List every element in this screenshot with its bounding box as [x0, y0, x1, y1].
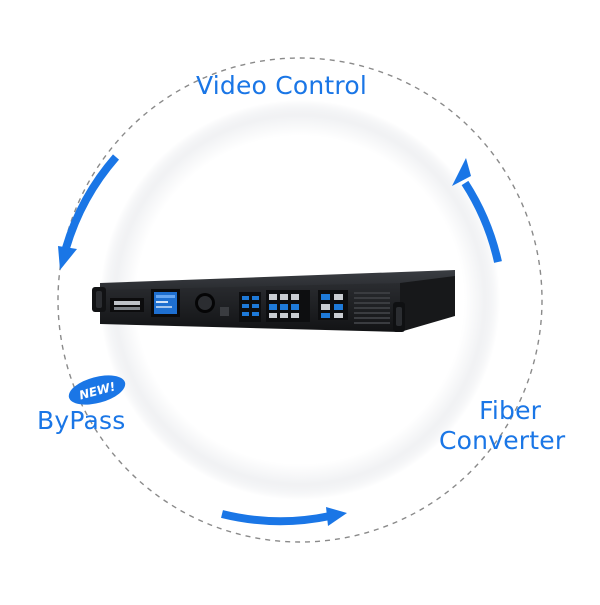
- label-video-control: Video Control: [196, 71, 367, 100]
- label-fiber-line2: Converter: [439, 426, 566, 455]
- label-fiber-converter: Fiber Converter: [439, 396, 565, 456]
- arrow-left-icon: [58, 154, 120, 270]
- label-fiber-line1: Fiber: [479, 396, 542, 425]
- label-bypass: ByPass: [37, 406, 126, 435]
- dashed-ring: [57, 57, 543, 543]
- new-badge: NEW!: [68, 375, 126, 405]
- arrow-right-icon: [452, 158, 502, 263]
- device-vent: [354, 292, 390, 324]
- arrow-bottom-icon: [221, 507, 347, 526]
- device-image: [92, 270, 455, 332]
